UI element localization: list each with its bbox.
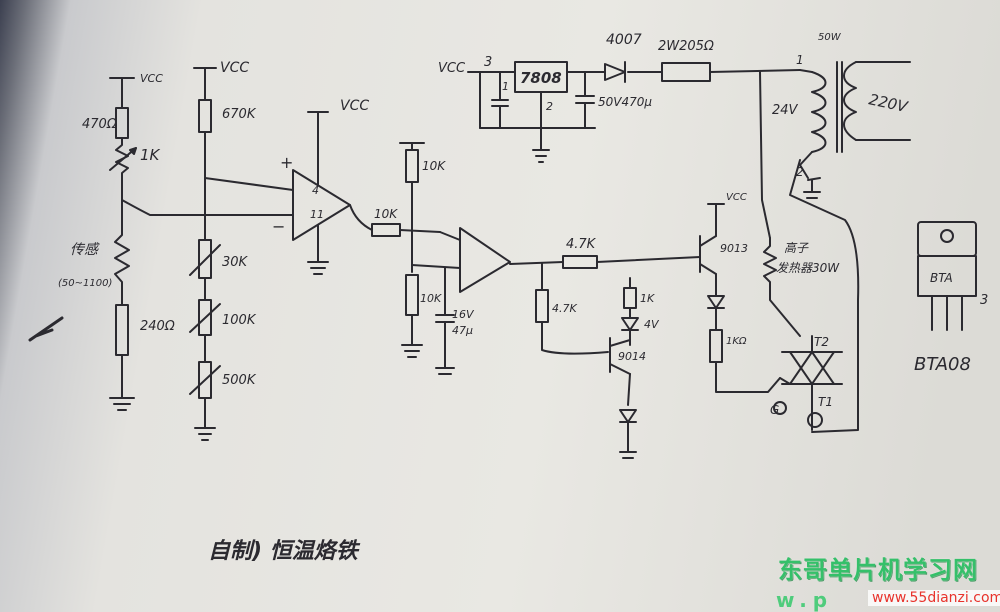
- label-opamp-plus: +: [280, 153, 293, 172]
- label-opamp-minus: −: [272, 217, 285, 236]
- label-resistor-1k: 1K: [640, 292, 655, 305]
- label-transistor: 9014: [618, 350, 646, 363]
- label-bta-body: BTA: [930, 271, 953, 285]
- resistor-470: [115, 107, 129, 139]
- ground-symbol: [194, 427, 216, 441]
- resistor-2w205: [661, 62, 711, 82]
- resistor-10k-series: [371, 223, 401, 237]
- bias-divider: [399, 142, 461, 358]
- label-opamp-pin: 4: [312, 184, 319, 197]
- potentiometer-100k: [189, 299, 221, 336]
- watermark-partial: w.p: [776, 588, 834, 612]
- label-resistor-10k: 10K: [422, 159, 446, 173]
- potentiometer-500k: [189, 361, 221, 399]
- label-gate-resistor: 1KΩ: [726, 336, 747, 347]
- label-vcc: VCC: [220, 60, 249, 76]
- transistor-9013: [699, 203, 781, 393]
- page-title: 自制) 恒温烙铁: [208, 538, 361, 564]
- label-heater: 高子: [784, 241, 809, 255]
- label-vcc: VCC: [438, 61, 466, 76]
- label-sensor-range: (50~1100): [58, 278, 112, 289]
- capacitor-47u: [435, 267, 455, 375]
- label-pot-500k: 500K: [222, 373, 257, 388]
- potentiometer-1k: [109, 137, 137, 181]
- label-vcc: VCC: [340, 98, 369, 114]
- label-resistor-10k: 10K: [374, 207, 398, 221]
- regulator-7808: [514, 61, 568, 93]
- resistor-4k7-base: [562, 255, 598, 269]
- reference-divider-wires: [193, 67, 294, 429]
- capacitor-small: [491, 71, 509, 129]
- label-xfmr-220v: 220V: [867, 90, 910, 116]
- watermark-site-name: 东哥单片机学习网: [778, 556, 978, 584]
- capacitor-50v: [575, 71, 595, 129]
- label-pot-30k: 30K: [222, 255, 249, 270]
- led-driver-branch: [535, 262, 639, 355]
- label-led-voltage: 4V: [644, 318, 660, 331]
- label-vcc: VCC: [140, 72, 163, 85]
- label-sensor: 传感: [70, 242, 100, 258]
- diode-4007: [604, 61, 626, 83]
- temperature-sensor: [114, 224, 130, 291]
- resistor-670k: [198, 99, 212, 133]
- label-resistor-2w: 2W205Ω: [658, 39, 714, 54]
- label-cap-value: 47μ: [452, 324, 473, 337]
- transformer: [799, 61, 911, 199]
- label-bta-model: BTA08: [914, 354, 971, 375]
- label-resistor-4k7: 4.7K: [552, 302, 577, 315]
- pencil-mark: [28, 316, 64, 342]
- label-resistor-470: 470Ω: [82, 117, 117, 132]
- wire: [439, 231, 461, 241]
- sensor-divider-wires: [109, 77, 294, 399]
- label-xfmr-pin: 2: [796, 165, 804, 179]
- label-regulator: 7808: [520, 69, 562, 87]
- label-resistor-670k: 670K: [222, 107, 257, 122]
- resistor-240: [115, 304, 129, 356]
- label-pot-100k: 100K: [222, 313, 257, 328]
- bta08-package: [917, 221, 977, 331]
- transistor-9014: [609, 337, 637, 459]
- wire: [399, 229, 441, 233]
- label-cap-voltage: 16V: [452, 308, 475, 321]
- label-transistor: 9013: [720, 242, 748, 255]
- label-pin: 2: [546, 100, 553, 113]
- label-xfmr-24v: 24V: [772, 103, 799, 118]
- label-triac-t2: T2: [814, 335, 829, 349]
- label-resistor-10k: 10K: [420, 292, 442, 305]
- label-diode: 4007: [606, 32, 642, 48]
- label-cap-50v: 50V470μ: [598, 95, 652, 109]
- label-opamp-pin: 11: [310, 208, 324, 221]
- label-pin: 1: [502, 80, 509, 93]
- ground-symbol: [109, 397, 135, 411]
- label-xfmr-power: 50W: [818, 32, 842, 43]
- power-supply-wires: [467, 69, 801, 163]
- label-bta-pin: 3: [980, 293, 988, 308]
- label-triac-t1: T1: [818, 395, 833, 409]
- opamp-buffer: [459, 227, 564, 293]
- label-resistor-4k7: 4.7K: [566, 237, 597, 252]
- label-xfmr-pin: 1: [796, 53, 804, 67]
- heater-and-triac: [759, 71, 860, 433]
- label-heater-power: 发热器30W: [776, 261, 840, 275]
- watermark-url[interactable]: www.55dianzi.com: [868, 590, 1000, 606]
- label-pot-1k: 1K: [140, 146, 161, 164]
- label-triac-g: G: [770, 403, 779, 417]
- wire: [596, 256, 701, 263]
- label-pin: 3: [484, 55, 492, 70]
- potentiometer-30k: [189, 239, 221, 279]
- label-resistor-240: 240Ω: [140, 319, 175, 334]
- label-vcc: VCC: [726, 192, 747, 203]
- opamp-comparator: [292, 111, 373, 275]
